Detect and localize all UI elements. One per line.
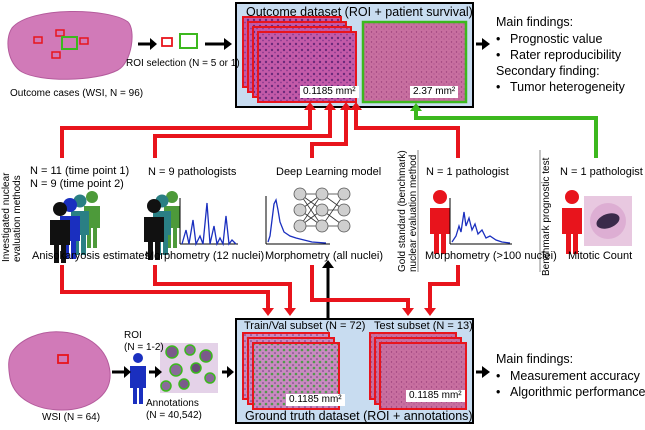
outcome-cases-label: Outcome cases (WSI, N = 96) <box>10 88 144 99</box>
morph12-n: N = 9 pathologists <box>148 166 237 178</box>
top-finding-item: Prognostic value <box>496 32 602 46</box>
roi-count-label: ROI (N = 1-2) <box>124 330 164 353</box>
red-connectors-bottom <box>60 265 460 310</box>
gold-standard-label: Gold standard (benchmark) nuclear evalua… <box>397 150 419 272</box>
mitotic-caption: Mitotic Count <box>568 250 633 262</box>
morphometry-people-icon <box>144 191 180 260</box>
outcome-dataset-title: Outcome dataset (ROI + patient survival) <box>246 5 473 19</box>
roi-selection-label: ROI selection (N = 5 or 1) <box>126 58 240 69</box>
roi-small-icon <box>161 37 173 47</box>
red-connectors-top <box>60 108 460 158</box>
outcome-large-area-label: 2.37 mm² <box>410 86 459 98</box>
secondary-finding-title: Secondary finding: <box>496 64 600 78</box>
mitotic-n: N = 1 pathologist <box>560 166 643 178</box>
annotations-image <box>160 343 218 393</box>
morph12-caption: Morphometry (12 nuclei) <box>145 250 265 262</box>
neural-network-icon <box>293 187 351 233</box>
bottom-finding-item: Measurement accuracy <box>496 369 640 383</box>
ground-truth-title: Ground truth dataset (ROI + annotations) <box>245 409 473 423</box>
aniso-n-time1: N = 11 (time point 1) <box>30 165 130 177</box>
morphometry-12-graph <box>179 198 238 247</box>
wsi-count-label: WSI (N = 64) <box>42 412 101 423</box>
investigated-methods-label: Investigated nuclear evaluation methods <box>1 172 23 262</box>
wsi-ground-truth-thumbnail <box>8 331 111 411</box>
gold-standard-graph <box>449 198 512 245</box>
mitotic-pathologist-icon <box>562 190 582 254</box>
gold-standard-pathologist-icon <box>430 190 450 254</box>
annotator-person-icon <box>130 353 146 404</box>
top-findings-title: Main findings: <box>496 15 574 29</box>
test-subset-label: Test subset (N = 13) <box>374 320 473 332</box>
dl-title: Deep Learning model <box>276 166 382 178</box>
green-connector <box>414 110 598 158</box>
roi-large-icon <box>179 33 198 49</box>
aniso-caption: Anisokaryosis estimates <box>32 250 150 262</box>
annotations-label: Annotations (N = 40,542) <box>146 398 202 421</box>
anisokaryosis-people-icon <box>50 191 100 263</box>
train-subset-label: Train/Val subset (N = 72) <box>244 320 366 332</box>
aniso-n-time2: N = 9 (time point 2) <box>30 178 124 190</box>
bottom-findings-title: Main findings: <box>496 352 574 366</box>
bottom-finding-item: Algorithmic performance <box>496 385 645 399</box>
top-finding-item: Rater reproducibility <box>496 48 621 62</box>
secondary-finding-item: Tumor heterogeneity <box>496 80 625 94</box>
test-area-label: 0.1185 mm² <box>406 390 465 402</box>
mitotic-figure-image <box>584 196 632 246</box>
train-area-label: 0.1185 mm² <box>286 394 345 406</box>
gold-n: N = 1 pathologist <box>426 166 509 178</box>
deep-learning-graph <box>265 196 330 245</box>
wsi-outcome-thumbnail <box>7 11 133 80</box>
dl-caption: Morphometry (all nuclei) <box>265 250 383 262</box>
outcome-small-area-label: 0.1185 mm² <box>300 86 359 98</box>
gold-caption: Morphometry (>100 nuclei) <box>425 250 557 262</box>
